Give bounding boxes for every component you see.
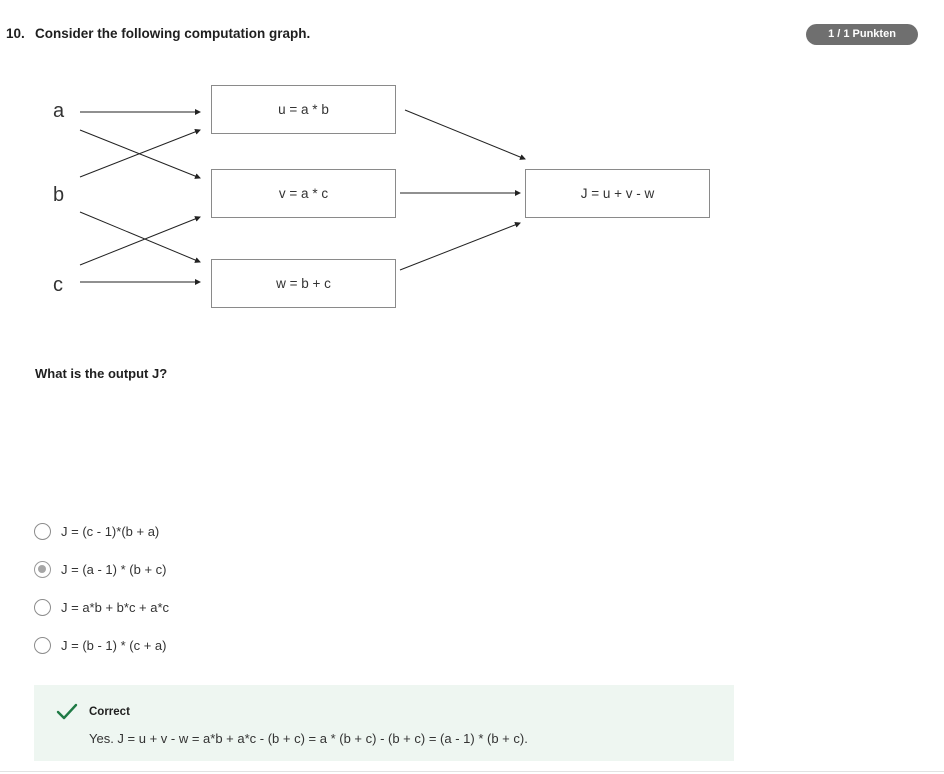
question-number: 10.	[6, 26, 25, 41]
edge-c-v	[79, 216, 201, 266]
graph-edges	[79, 109, 526, 285]
node-j: J = u + v - w	[525, 169, 710, 218]
node-u: u = a * b	[211, 85, 396, 134]
option-label: J = (c - 1)*(b + a)	[61, 523, 160, 539]
divider	[0, 771, 944, 772]
edge-u-j	[404, 109, 526, 160]
option-2[interactable]: J = (a - 1) * (b + c)	[34, 558, 166, 580]
option-1[interactable]: J = (c - 1)*(b + a)	[34, 520, 159, 542]
edge-b-u	[79, 129, 201, 178]
feedback-status: Correct	[89, 706, 130, 718]
radio-button[interactable]	[34, 598, 51, 616]
option-label: J = (b - 1) * (c + a)	[61, 637, 167, 653]
option-3[interactable]: J = a*b + b*c + a*c	[34, 596, 169, 618]
node-v: v = a * c	[211, 169, 396, 218]
check-icon	[56, 703, 78, 720]
option-4[interactable]: J = (b - 1) * (c + a)	[34, 634, 166, 656]
edge-w-j	[399, 222, 521, 271]
radio-button-selected[interactable]	[34, 560, 51, 578]
option-label: J = a*b + b*c + a*c	[61, 599, 170, 615]
question-title: Consider the following computation graph…	[35, 26, 311, 41]
radio-button[interactable]	[34, 522, 51, 540]
input-a-label: a	[53, 100, 65, 122]
points-badge: 1 / 1 Punkten	[806, 24, 918, 45]
question-prompt: What is the output J?	[35, 366, 168, 381]
edge-b-w	[79, 211, 201, 263]
feedback-explanation: Yes. J = u + v - w = a*b + a*c - (b + c)…	[89, 731, 528, 746]
option-label: J = (a - 1) * (b + c)	[61, 561, 167, 577]
radio-button[interactable]	[34, 636, 51, 654]
computation-graph: a b c u = a * b v = a * c w = b + c J = …	[40, 75, 740, 325]
node-w: w = b + c	[211, 259, 396, 308]
feedback-panel: Correct Yes. J = u + v - w = a*b + a*c -…	[34, 685, 734, 761]
input-c-label: c	[53, 274, 63, 296]
input-b-label: b	[53, 184, 65, 206]
